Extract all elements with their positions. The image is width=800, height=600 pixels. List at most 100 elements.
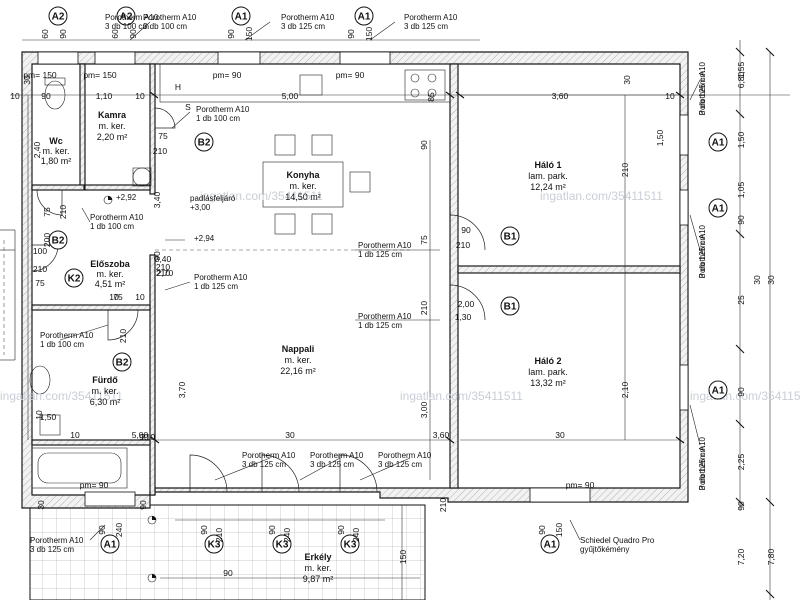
- dimension-ticks: [149, 47, 775, 599]
- dimension-text: 75: [35, 278, 45, 288]
- dimension-text: 210: [438, 498, 448, 512]
- interior-walls: [31, 63, 681, 496]
- dimension-text: 150: [554, 523, 564, 537]
- dimension-text: 210: [153, 146, 167, 156]
- dimension-text: 150: [364, 27, 374, 41]
- material-note: Porotherm A10: [698, 224, 707, 278]
- opening-tag: K3: [204, 534, 224, 554]
- tag-label: A2: [120, 12, 133, 23]
- dimension-text: 30: [285, 430, 295, 440]
- room-name: Nappali: [282, 344, 315, 354]
- tag-label: A1: [104, 540, 117, 551]
- dimension-text: 90: [97, 525, 107, 535]
- dimension-text: 90: [736, 387, 746, 397]
- dimension-text: 10: [665, 91, 675, 101]
- material-note: Schiedel Quadro Pro: [580, 536, 655, 545]
- tag-circle: [500, 226, 520, 246]
- room-label-nappali: Nappali m. ker. 22,16 m²: [280, 344, 316, 376]
- dimension-text: 60: [110, 29, 120, 39]
- material-note: +3,00: [190, 203, 211, 212]
- dimension-text: 90: [138, 500, 148, 510]
- dimension-text: 2,10: [620, 381, 630, 398]
- room-area: 14,50 m²: [285, 192, 321, 202]
- material-note: 3 db 125 cm: [698, 234, 707, 278]
- dimension-text: 6,80: [736, 71, 746, 88]
- tag-circle: [116, 6, 136, 26]
- material-note: Porotherm A10: [698, 436, 707, 490]
- room-name: Kamra: [98, 110, 127, 120]
- opening-tag: B2: [194, 132, 214, 152]
- room-name: Fürdő: [92, 375, 118, 385]
- dimension-text: 210: [58, 205, 68, 219]
- dimension-text: 200: [42, 233, 52, 247]
- tag-circle: [340, 534, 360, 554]
- material-note: 1 db 100 cm: [196, 114, 240, 123]
- dimension-text: 1,05: [736, 181, 746, 198]
- room-label-kamra: Kamra m. ker. 2,20 m²: [97, 110, 128, 142]
- left-adjacent-structure: [0, 229, 16, 361]
- opening-tag: B1: [500, 226, 520, 246]
- tag-label: B2: [198, 138, 211, 149]
- tag-circle: [48, 230, 68, 250]
- room-area: 2,20 m²: [97, 132, 128, 142]
- material-note: Porotherm A10: [310, 451, 364, 460]
- room-area: 13,32 m²: [530, 378, 566, 388]
- dimension-text: 75: [42, 207, 52, 217]
- dimension-text: 240: [114, 523, 124, 537]
- room-floor: lam. park.: [528, 367, 568, 377]
- dimension-text: 30: [555, 430, 565, 440]
- room-labels: Kamra m. ker. 2,20 m² Wc m. ker. 1,80 m²…: [41, 110, 568, 584]
- tag-circle: [64, 268, 84, 288]
- material-note: Porotherm A10: [196, 105, 250, 114]
- dimension-text: 240: [282, 528, 292, 542]
- material-note: 3 db 125 cm: [378, 460, 422, 469]
- dimension-text: 90: [139, 432, 149, 442]
- dimension-text: 90: [152, 251, 162, 261]
- room-floor: m. ker.: [96, 269, 123, 279]
- dimension-text: 30: [22, 75, 32, 85]
- dimension-text: 25: [736, 295, 746, 305]
- tag-label: K3: [276, 540, 289, 551]
- tag-circle: [231, 6, 251, 26]
- material-note: Porotherm A10: [194, 273, 248, 282]
- tag-label: A2: [52, 12, 65, 23]
- tag-label: A1: [235, 12, 248, 23]
- window-openings: [37, 51, 689, 507]
- material-note: 3 db 125 cm: [698, 71, 707, 115]
- dimension-text: pm= 150: [23, 70, 57, 80]
- dimension-text: 75: [113, 292, 123, 302]
- dimension-text: 90: [461, 225, 471, 235]
- opening-tag: A2: [116, 6, 136, 26]
- tag-label: A1: [712, 386, 725, 397]
- dimension-text: pm= 90: [80, 480, 109, 490]
- opening-tag: K3: [272, 534, 292, 554]
- dimension-text: 210: [456, 240, 470, 250]
- dimension-text: 210: [118, 329, 128, 343]
- material-note: 1 db 125 cm: [358, 250, 402, 259]
- tag-circle: [204, 534, 224, 554]
- dimension-text: H: [175, 82, 181, 92]
- dimension-text: pm= 90: [213, 70, 242, 80]
- room-floor: m. ker.: [98, 121, 125, 131]
- watermark-text: ingatlan.com/35411511: [540, 189, 663, 203]
- material-note: Porotherm A10: [281, 13, 335, 22]
- dimension-text: 210: [620, 163, 630, 177]
- dimension-text: 210: [214, 528, 224, 542]
- dimension-text: 10: [34, 410, 44, 420]
- tag-label: A1: [358, 12, 371, 23]
- dimension-text: 2,40: [32, 141, 42, 158]
- dimension-text: 3,40: [152, 191, 162, 208]
- dimension-text: 3,60: [552, 91, 569, 101]
- material-note: 1 db 100 cm: [90, 222, 134, 231]
- tag-circle: [354, 6, 374, 26]
- balcony-floor: [29, 504, 426, 600]
- dimension-text: 75: [419, 235, 429, 245]
- tag-label: B1: [504, 302, 517, 313]
- dimension-text: 1,50: [655, 129, 665, 146]
- tag-label: K3: [208, 540, 221, 551]
- leader-lines: [59, 21, 701, 541]
- tag-label: B1: [504, 232, 517, 243]
- material-note: 1 db 125 cm: [194, 282, 238, 291]
- material-note: Porotherm A10: [40, 331, 94, 340]
